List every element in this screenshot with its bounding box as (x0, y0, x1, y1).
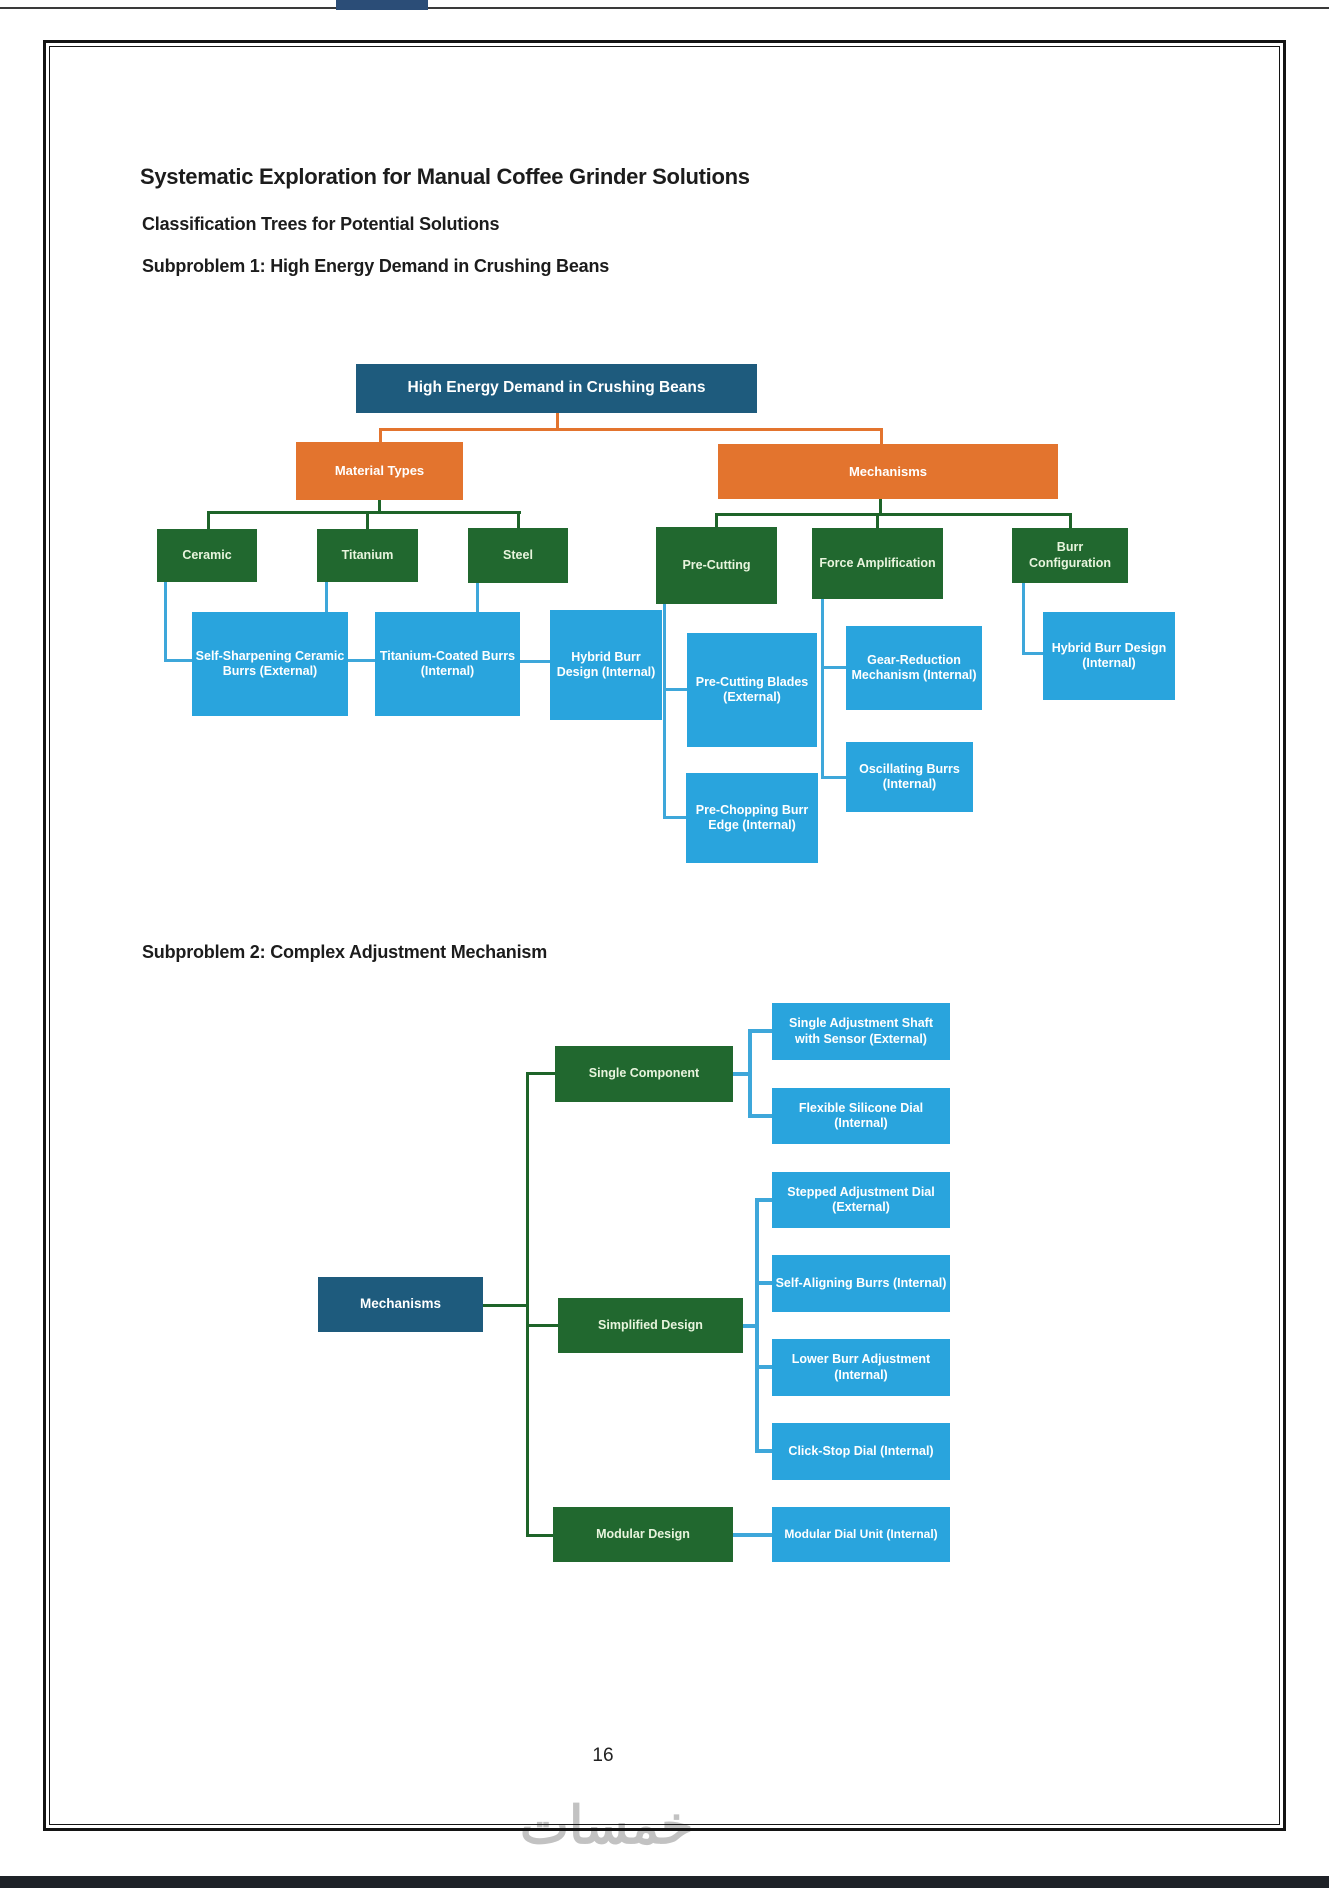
connector (748, 1029, 752, 1118)
bottom-bar (0, 1876, 1329, 1888)
tree1-branch-mechanisms: Mechanisms (718, 444, 1058, 499)
connector (556, 413, 559, 428)
section-heading: Classification Trees for Potential Solut… (142, 214, 500, 234)
tree2-branch-single-component: Single Component (555, 1046, 733, 1102)
tree1-leaf-pre-cutting-blades: Pre-Cutting Blades (External) (687, 633, 817, 747)
connector (1069, 513, 1072, 528)
connector (755, 1281, 772, 1285)
tree2-leaf-single-adjustment-shaft: Single Adjustment Shaft with Sensor (Ext… (772, 1003, 950, 1060)
connector (755, 1198, 759, 1453)
connector (879, 499, 882, 513)
page-title: Systematic Exploration for Manual Coffee… (140, 164, 750, 189)
tree1-leaf-hybrid-burr-design-steel: Hybrid Burr Design (Internal) (550, 610, 662, 720)
watermark-text: خمسات (520, 1797, 694, 1855)
connector (715, 513, 718, 527)
tree1-leaf-self-sharpening-ceramic-burrs: Self-Sharpening Ceramic Burrs (External) (192, 612, 348, 716)
top-divider-line (0, 7, 1329, 9)
connector (880, 428, 883, 444)
tree1-root-node: High Energy Demand in Crushing Beans (356, 364, 757, 413)
connector (517, 511, 520, 528)
tree2-leaf-modular-dial-unit: Modular Dial Unit (Internal) (772, 1507, 950, 1562)
connector (663, 604, 666, 819)
connector (733, 1072, 751, 1076)
connector (526, 1072, 555, 1075)
tree2-leaf-flexible-silicone-dial: Flexible Silicone Dial (Internal) (772, 1088, 950, 1144)
connector (207, 511, 210, 529)
tree2-leaf-self-aligning-burrs: Self-Aligning Burrs (Internal) (772, 1255, 950, 1312)
connector (379, 428, 883, 431)
tree1-leaf-pre-chopping-burr-edge: Pre-Chopping Burr Edge (Internal) (686, 773, 818, 863)
connector (821, 666, 846, 669)
connector (663, 816, 686, 819)
connector (1022, 583, 1025, 655)
tree1-leaf-oscillating-burrs: Oscillating Burrs (Internal) (846, 742, 973, 812)
tree2-leaf-click-stop-dial: Click-Stop Dial (Internal) (772, 1423, 950, 1480)
connector (379, 428, 382, 442)
connector (164, 582, 167, 662)
tree1-leaf-hybrid-burr-design-burr-config: Hybrid Burr Design (Internal) (1043, 612, 1175, 700)
tree1-leaf-gear-reduction-mechanism: Gear-Reduction Mechanism (Internal) (846, 626, 982, 710)
tree1-category-titanium: Titanium (317, 529, 418, 582)
connector (755, 1449, 772, 1453)
page-border-outer (43, 40, 1286, 1831)
connector (743, 1324, 759, 1328)
subproblem1-heading: Subproblem 1: High Energy Demand in Crus… (142, 256, 610, 276)
connector (748, 1029, 772, 1033)
connector (748, 1114, 772, 1118)
connector (366, 511, 369, 529)
tree1-category-steel: Steel (468, 528, 568, 583)
connector (164, 659, 192, 662)
connector (821, 776, 846, 779)
subproblem2-heading: Subproblem 2: Complex Adjustment Mechani… (142, 942, 547, 962)
connector (526, 1324, 558, 1327)
connector (526, 1074, 529, 1537)
tree1-leaf-titanium-coated-burrs: Titanium-Coated Burrs (Internal) (375, 612, 520, 716)
connector (207, 511, 521, 514)
tree1-category-ceramic: Ceramic (157, 529, 257, 582)
connector (378, 500, 381, 513)
tree1-category-pre-cutting: Pre-Cutting (656, 527, 777, 604)
connector (715, 513, 1072, 516)
connector (755, 1365, 772, 1369)
tree2-leaf-lower-burr-adjustment: Lower Burr Adjustment (Internal) (772, 1339, 950, 1396)
page-number: 16 (592, 1745, 614, 1766)
connector (526, 1534, 553, 1537)
connector (821, 599, 824, 779)
connector (325, 659, 375, 662)
connector (1022, 652, 1043, 655)
top-navy-bar (336, 0, 428, 10)
tree2-branch-simplified-design: Simplified Design (558, 1298, 743, 1353)
tree2-root-node: Mechanisms (318, 1277, 483, 1332)
connector (755, 1198, 772, 1202)
tree2-leaf-stepped-adjustment-dial: Stepped Adjustment Dial (External) (772, 1172, 950, 1228)
tree1-category-burr-configuration: Burr Configuration (1012, 528, 1128, 583)
connector (483, 1304, 526, 1307)
tree1-branch-material-types: Material Types (296, 442, 463, 500)
connector (876, 513, 879, 528)
connector (733, 1533, 772, 1537)
tree2-branch-modular-design: Modular Design (553, 1507, 733, 1562)
connector (663, 688, 687, 691)
tree1-category-force-amplification: Force Amplification (812, 528, 943, 599)
